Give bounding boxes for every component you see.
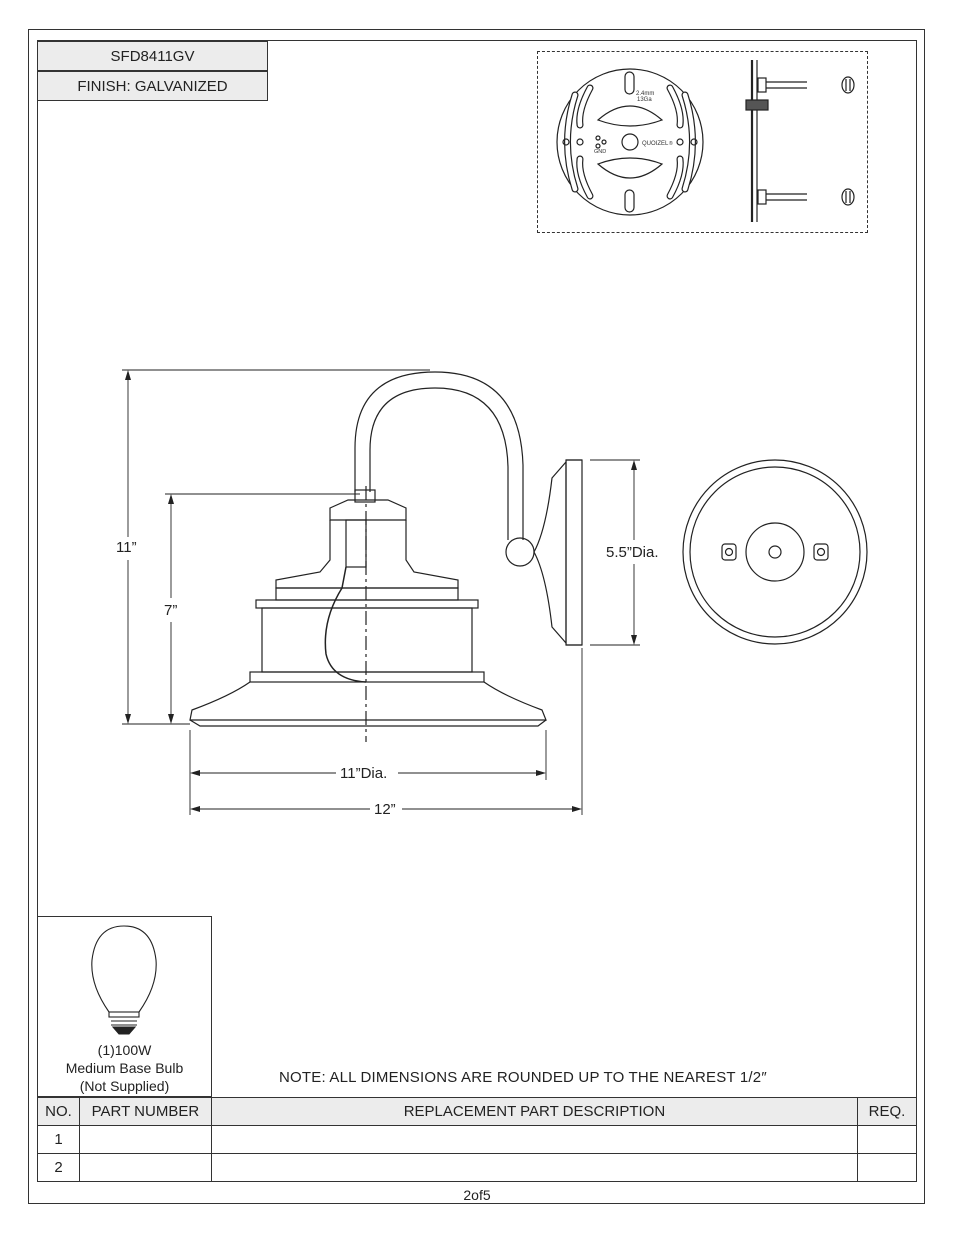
row-description: [210, 1125, 859, 1154]
row-part-number: [78, 1125, 212, 1154]
crossbar-plate-drawing: [556, 68, 704, 216]
header-description: REPLACEMENT PART DESCRIPTION: [210, 1097, 859, 1126]
page-number: 2of5: [463, 1187, 491, 1203]
fixture-side-view: [189, 371, 583, 742]
bulb-spec-text: (1)100W Medium Base Bulb (Not Supplied): [37, 1041, 212, 1095]
table-header-row: NO. PART NUMBER REPLACEMENT PART DESCRIP…: [37, 1097, 917, 1126]
dim-shade-diameter: 11”Dia.: [340, 765, 387, 782]
bulb-type: Medium Base Bulb: [65, 1060, 184, 1076]
drawing-frame: [37, 40, 917, 1182]
dim-backplate-diameter: 5.5”Dia.: [606, 544, 659, 561]
brand-mark: ®: [669, 140, 673, 147]
model-number: SFD8411GV: [37, 41, 268, 71]
replacement-parts-table: NO. PART NUMBER REPLACEMENT PART DESCRIP…: [37, 1097, 917, 1182]
dim-height-total: 11”: [116, 539, 137, 556]
row-no: 2: [37, 1153, 80, 1182]
dimension-lines: [122, 369, 640, 815]
dimension-arrows: [125, 370, 637, 812]
dim-height-shade: 7”: [164, 602, 177, 619]
bulb-spec-box: [37, 916, 212, 1097]
header-part-number: PART NUMBER: [78, 1097, 212, 1126]
gnd-label: GND: [594, 149, 606, 155]
gauge-label-mm: 2.4mm: [636, 91, 654, 97]
row-no: 1: [37, 1125, 80, 1154]
dim-extension: 12”: [374, 801, 396, 818]
table-row: 1: [37, 1125, 917, 1154]
bulb-wattage: (1)100W: [97, 1042, 152, 1058]
bulb-note: (Not Supplied): [79, 1078, 170, 1094]
row-description: [210, 1153, 859, 1182]
gauge-label-ga: 13Ga: [637, 97, 652, 103]
header-req: REQ.: [857, 1097, 917, 1126]
backplate-front-view: [682, 459, 868, 645]
brand-label: QUOIZEL: [642, 141, 669, 147]
header-no: NO.: [37, 1097, 80, 1126]
row-req: [857, 1153, 917, 1182]
row-req: [857, 1125, 917, 1154]
page-border: [28, 29, 925, 1204]
dimension-note: NOTE: ALL DIMENSIONS ARE ROUNDED UP TO T…: [279, 1069, 767, 1086]
bracket-side-view: [745, 60, 855, 222]
table-row: 2: [37, 1153, 917, 1182]
mounting-bracket-detail: [537, 51, 868, 233]
row-part-number: [78, 1153, 212, 1182]
light-bulb-icon: [91, 925, 157, 1035]
finish-label: FINISH: GALVANIZED: [37, 71, 268, 101]
